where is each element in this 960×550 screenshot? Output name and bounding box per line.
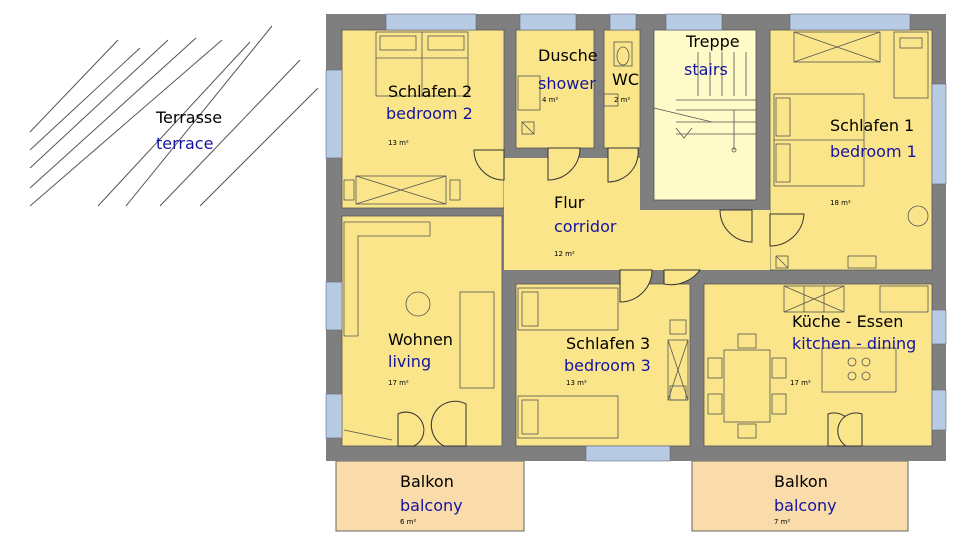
room-kitchen [703, 283, 933, 447]
kitchen-label-en: kitchen - dining [792, 334, 917, 353]
balcony-left-label: Balkon [400, 472, 454, 491]
terrace-hatching [29, 25, 319, 207]
doors [397, 147, 863, 447]
bedroom-3-label: Schlafen 3 [566, 334, 651, 353]
furniture [343, 31, 929, 441]
bedroom-2-area: 13 m² [388, 139, 409, 147]
stairs-label-en: stairs [684, 60, 728, 79]
bedroom-2-label: Schlafen 2 [388, 82, 473, 101]
corridor-label-en: corridor [554, 217, 617, 236]
room-corridor [504, 158, 770, 270]
bedroom-3-label-en: bedroom 3 [564, 356, 651, 375]
shower-label-en: shower [538, 74, 596, 93]
balcony-right-area: 7 m² [774, 518, 791, 526]
shower-area: 4 m² [542, 96, 559, 104]
bedroom-1-label: Schlafen 1 [830, 116, 915, 135]
corridor-label: Flur [554, 193, 585, 212]
balcony-left [335, 460, 525, 532]
bedroom-1-area: 18 m² [830, 199, 851, 207]
kitchen-area: 17 m² [790, 379, 811, 387]
balcony-right [691, 460, 909, 532]
living-area: 17 m² [388, 379, 409, 387]
bedroom-2-label-en: bedroom 2 [386, 104, 473, 123]
room-stairs [653, 29, 757, 201]
bedroom-3-area: 13 m² [566, 379, 587, 387]
room-bedroom-3 [515, 283, 691, 447]
balcony-right-label: Balkon [774, 472, 828, 491]
balcony-left-label-en: balcony [400, 496, 463, 515]
wc-label: WC [612, 70, 639, 89]
balcony-right-label-en: balcony [774, 496, 837, 515]
room-wc [603, 29, 641, 149]
balcony-left-area: 6 m² [400, 518, 417, 526]
living-label-en: living [388, 352, 432, 371]
terrace-label: Terrasse [156, 108, 223, 127]
windows [325, 13, 947, 462]
wc-area: 2 m² [614, 96, 631, 104]
terrace-label-en: terrace [156, 134, 214, 153]
bedroom-1-label-en: bedroom 1 [830, 142, 917, 161]
kitchen-label: Küche - Essen [792, 312, 904, 331]
shower-label: Dusche [538, 46, 598, 65]
corridor-area: 12 m² [554, 250, 575, 258]
stairs-label: Treppe [686, 32, 740, 51]
living-label: Wohnen [388, 330, 453, 349]
room-living [341, 215, 503, 447]
